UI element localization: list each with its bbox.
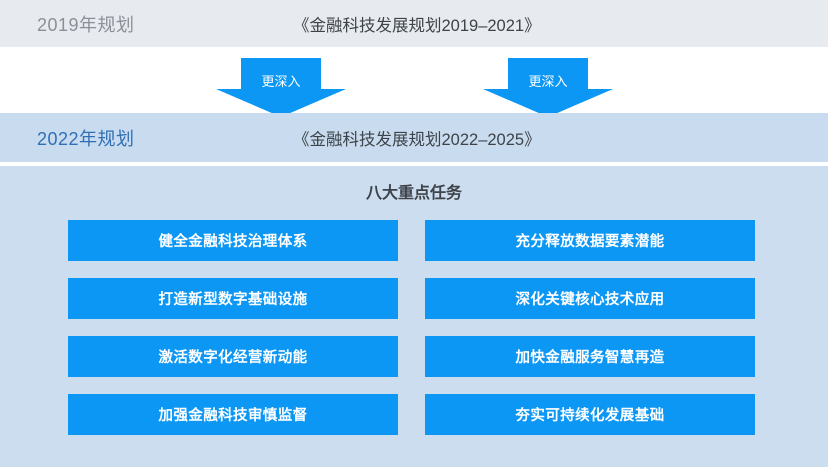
key-tasks-heading: 八大重点任务 — [365, 185, 462, 202]
key-tasks-panel: 八大重点任务 健全金融科技治理体系 打造新型数字基础设施 激活数字化经营新动能 … — [0, 166, 828, 467]
down-arrow-icon — [483, 58, 613, 117]
plan-2019-year-label: 2019年规划 — [37, 14, 135, 35]
task-box[interactable]: 激活数字化经营新动能 — [68, 336, 398, 377]
down-arrow-2-label: 更深入 — [528, 74, 568, 89]
transition-gap — [0, 47, 828, 113]
down-arrow-2: 更深入 — [483, 58, 613, 118]
task-box[interactable]: 深化关键核心技术应用 — [425, 278, 755, 319]
task-grid: 健全金融科技治理体系 打造新型数字基础设施 激活数字化经营新动能 加强金融科技审… — [68, 220, 755, 435]
down-arrow-1: 更深入 — [216, 58, 346, 118]
task-box[interactable]: 加快金融服务智慧再造 — [425, 336, 755, 377]
plan-2022-document-title: 《金融科技发展规划2022–2025》 — [293, 130, 541, 149]
plan-2019-document-title: 《金融科技发展规划2019–2021》 — [293, 16, 541, 35]
task-box[interactable]: 充分释放数据要素潜能 — [425, 220, 755, 261]
down-arrow-1-label: 更深入 — [261, 74, 301, 89]
task-box[interactable]: 加强金融科技审慎监督 — [68, 394, 398, 435]
plan-2022-row: 2022年规划 《金融科技发展规划2022–2025》 — [0, 113, 828, 162]
task-box[interactable]: 打造新型数字基础设施 — [68, 278, 398, 319]
plan-2019-row: 2019年规划 《金融科技发展规划2019–2021》 — [0, 0, 828, 47]
task-box[interactable]: 健全金融科技治理体系 — [68, 220, 398, 261]
down-arrow-icon — [216, 58, 346, 117]
plan-2022-year-label: 2022年规划 — [37, 128, 135, 149]
task-box[interactable]: 夯实可持续化发展基础 — [425, 394, 755, 435]
